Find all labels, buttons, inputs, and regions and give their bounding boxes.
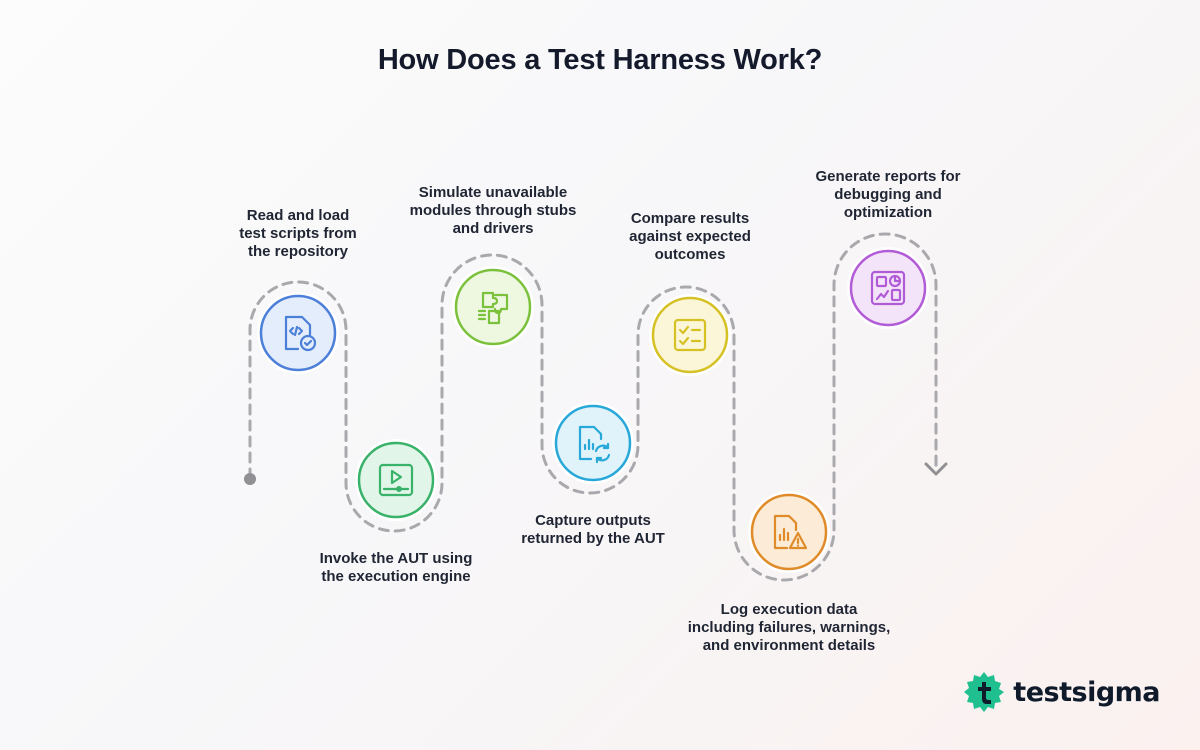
testsigma-logo-icon (964, 672, 1005, 712)
step-node-3 (452, 266, 534, 348)
step-node-7 (847, 247, 929, 329)
connector-path (248, 232, 938, 582)
brand-name: testsigma (1013, 676, 1160, 708)
puzzle-modules-icon (477, 291, 509, 325)
code-file-check-icon (284, 315, 317, 352)
step-node-circle (750, 493, 828, 571)
start-dot (244, 473, 256, 485)
step-node-circle (651, 296, 729, 374)
step-node-5 (649, 294, 731, 376)
report-warning-icon (773, 514, 808, 550)
step-node-1 (257, 292, 339, 374)
video-player-icon (378, 463, 414, 497)
step-node-4 (552, 402, 634, 484)
step-node-circle (259, 294, 337, 372)
dashboard-report-icon (870, 270, 906, 306)
step-node-circle (849, 249, 927, 327)
report-refresh-icon (578, 425, 611, 464)
step-node-2 (355, 439, 437, 521)
testsigma-logo: testsigma (963, 670, 1160, 714)
page-title: How Does a Test Harness Work? (377, 44, 823, 76)
checklist-icon (673, 318, 707, 352)
end-arrow-icon (924, 462, 948, 476)
step-node-6 (748, 491, 830, 573)
